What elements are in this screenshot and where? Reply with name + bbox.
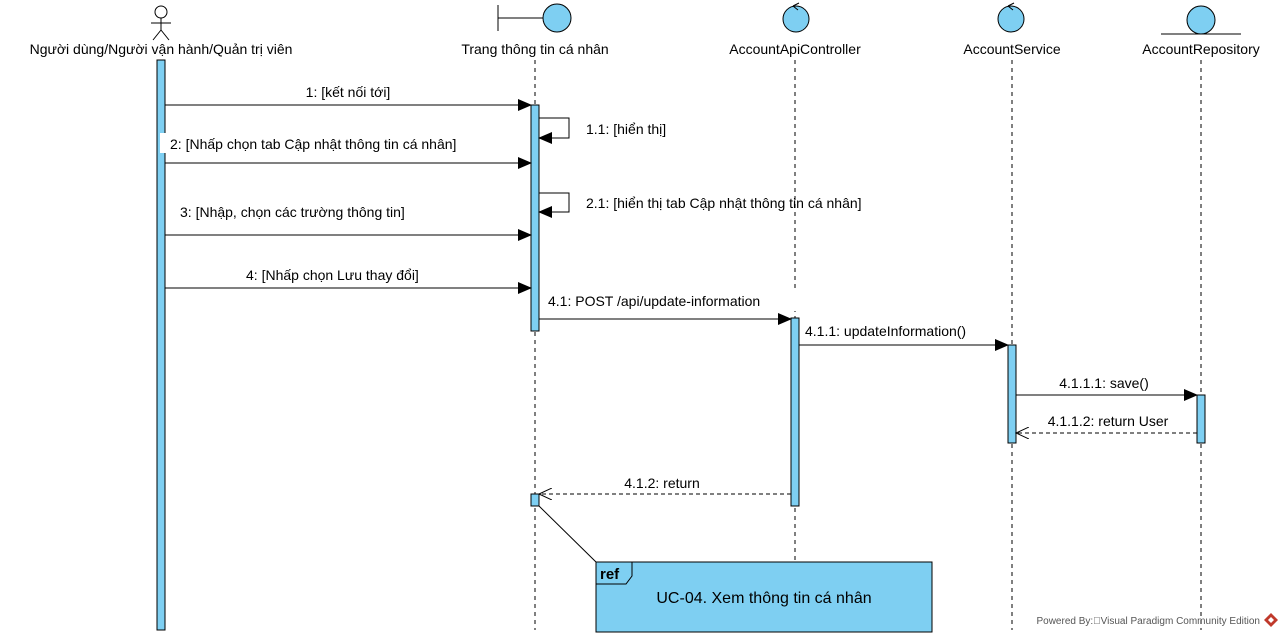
message-4-1-1-label-bg [800, 320, 996, 342]
ref-tag-box [595, 561, 633, 585]
message-1-label: 1: [kết nối tới] [306, 84, 391, 100]
powered-by-text: Powered By: Visual Paradigm Community Ed… [1036, 616, 1260, 627]
message-2-label-bg [160, 133, 500, 153]
service-label: AccountService [963, 41, 1060, 57]
boundary-activation [530, 104, 540, 332]
message-4-1-1-label: 4.1.1: updateInformation() [805, 323, 966, 339]
message-4-1-2-label: 4.1.2: return [624, 475, 700, 491]
message-2-1-arrow [538, 192, 570, 218]
message-1-1-label: 1.1: [hiển thị] [586, 121, 666, 137]
repository-label: AccountRepository [1142, 41, 1260, 57]
visual-paradigm-logo-icon [1264, 613, 1278, 627]
actor-icon [151, 5, 171, 41]
actor-label: Người dùng/Người vận hành/Quản trị viên [30, 41, 293, 57]
message-3-label: 3: [Nhập, chọn các trường thông tin] [180, 204, 405, 220]
ref-text: UC-04. Xem thông tin cá nhân [656, 590, 871, 607]
message-4-label: 4: [Nhấp chọn Lưu thay đổi] [246, 267, 419, 283]
message-4-1-1-1-label: 4.1.1.1: save() [1059, 375, 1149, 391]
message-2-label: 2: [Nhấp chọn tab Cập nhật thông tin cá … [170, 136, 456, 152]
service-icon [997, 2, 1025, 33]
boundary-icon [497, 3, 572, 33]
message-4-1-label: 4.1: POST /api/update-information [548, 293, 760, 309]
service-activation [1007, 344, 1017, 444]
message-1-1-arrow [538, 117, 570, 144]
repository-activation [1196, 394, 1206, 444]
controller-icon [782, 2, 810, 33]
ref-frame [595, 561, 933, 633]
boundary-activation-2 [530, 493, 540, 507]
message-4-1-1-2-label: 4.1.1.2: return User [1048, 413, 1169, 429]
controller-activation [790, 317, 800, 507]
repository-icon [1161, 5, 1241, 35]
message-4-1-label-bg [540, 289, 802, 311]
boundary-label: Trang thông tin cá nhân [461, 41, 608, 57]
controller-label: AccountApiController [729, 41, 861, 57]
actor-activation [156, 59, 166, 631]
ref-tag: ref [600, 566, 620, 583]
message-2-1-label: 2.1: [hiển thị tab Cập nhật thông tin cá… [586, 195, 862, 211]
ref-connector [538, 505, 597, 563]
